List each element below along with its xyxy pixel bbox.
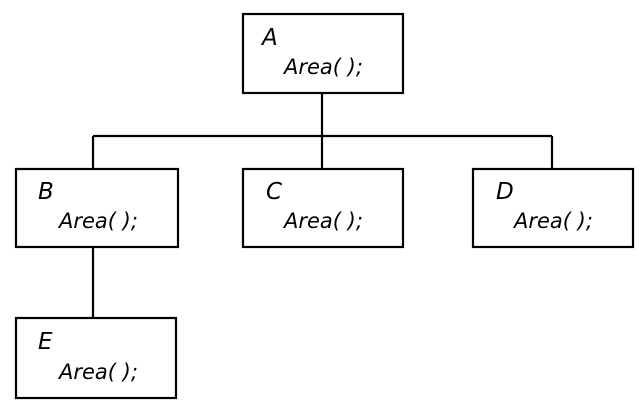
class-node-d-method: Area( ); [512,209,593,233]
class-node-d-name: D [496,179,514,205]
class-node-c-name: C [266,179,282,205]
class-node-e: E Area( ); [14,316,178,400]
class-node-e-method: Area( ); [57,360,138,384]
class-node-d: D Area( ); [471,167,635,249]
class-node-a-box [241,12,405,95]
class-node-c-method: Area( ); [282,209,363,233]
class-node-a-method: Area( ); [282,55,363,79]
class-node-b-method: Area( ); [57,209,138,233]
class-node-a: A Area( ); [241,12,405,95]
class-node-b: B Area( ); [14,167,180,249]
class-node-c: C Area( ); [241,167,405,249]
class-node-e-box [14,316,178,400]
class-node-d-box [471,167,635,249]
class-node-e-name: E [38,329,53,355]
class-node-b-box [14,167,180,249]
class-node-b-name: B [38,179,54,205]
class-node-c-box [241,167,405,249]
connectors [91,93,554,318]
class-node-a-name: A [260,25,278,51]
